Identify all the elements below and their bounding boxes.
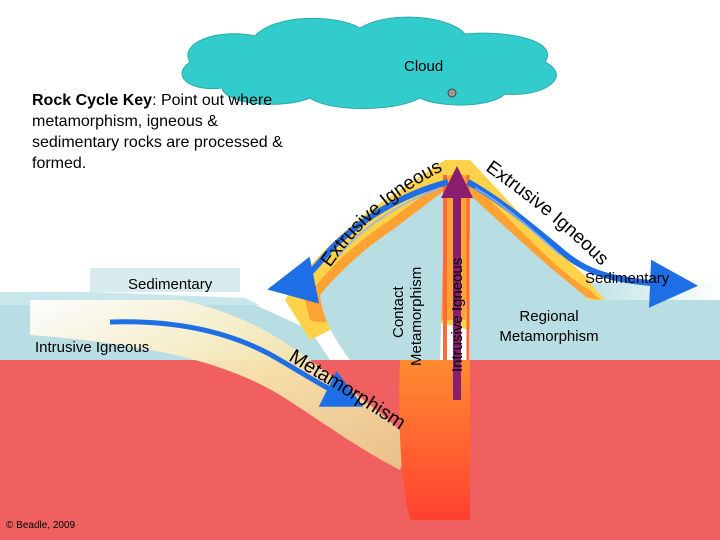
extrusive-arrow-left	[267, 179, 449, 304]
raindrop-icon	[447, 88, 457, 98]
mantle-layer	[0, 360, 720, 540]
cloud-shape	[181, 16, 557, 109]
contact-metamorphism-label: Metamorphism	[408, 267, 425, 366]
rock-cycle-key: Rock Cycle Key: Point out where metamorp…	[32, 90, 292, 174]
intrusive-igneous-vertical-label: Intrusive Igneous	[449, 258, 466, 372]
right-crust	[560, 300, 720, 360]
magma-chamber	[399, 360, 470, 520]
credit-text: © Beadle, 2009	[6, 520, 76, 531]
subduction-arrow	[109, 319, 364, 407]
key-heading: Rock Cycle Key	[32, 92, 153, 109]
subducting-slab	[30, 300, 410, 470]
regional-metamorphism-label: Metamorphism	[499, 328, 598, 345]
sedimentary-left-label: Sedimentary	[128, 276, 213, 293]
extrusive-arrow-right	[466, 179, 698, 308]
sedimentary-right-label: Sedimentary	[585, 270, 670, 287]
intrusive-igneous-left-label: Intrusive Igneous	[35, 339, 149, 356]
contact-zone	[320, 190, 445, 360]
sedimentary-left-box	[90, 268, 240, 292]
regional-label: Regional	[519, 308, 578, 325]
contact-label: Contact	[390, 285, 407, 338]
cloud-label: Cloud	[404, 58, 443, 75]
key-text: : Point out where metamorphism, igneous …	[32, 92, 283, 172]
regional-zone	[470, 195, 595, 360]
